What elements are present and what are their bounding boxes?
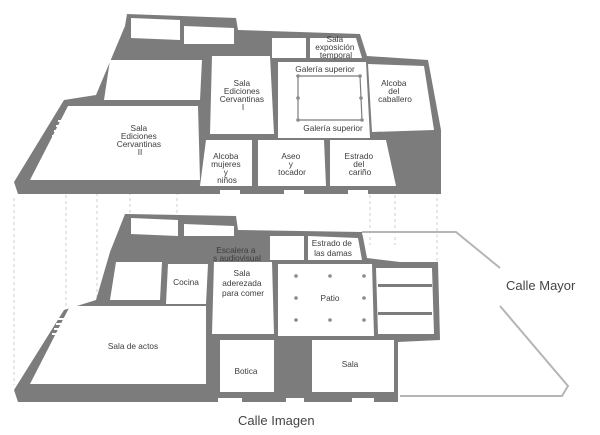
label-cocina: Cocina bbox=[173, 277, 199, 287]
room-floor bbox=[184, 224, 234, 236]
room-floor bbox=[131, 218, 178, 236]
label-estrado-carino: Estrado del cariño bbox=[345, 151, 376, 177]
patio-columns bbox=[294, 274, 366, 322]
ground-stairs bbox=[52, 240, 298, 335]
room-floor bbox=[330, 140, 396, 186]
label-botica: Botica bbox=[234, 366, 257, 376]
label-sala-ediciones-1: Sala Ediciones Cervantinas I bbox=[220, 78, 267, 112]
label-sala-exposicion: Sala exposición temporal bbox=[315, 34, 357, 60]
room-floor bbox=[310, 38, 362, 58]
room-floor bbox=[278, 62, 370, 138]
room-floor bbox=[166, 264, 208, 304]
room-floor bbox=[212, 262, 274, 334]
label-patio: Patio bbox=[321, 293, 340, 303]
label-galeria-superior-bottom: Galería superior bbox=[303, 123, 363, 133]
label-sala-ediciones-2: Sala Ediciones Cervantinas II bbox=[117, 123, 164, 157]
label-sala-aderezada: Sala aderezada para comer bbox=[222, 268, 264, 298]
room-floor bbox=[104, 60, 202, 100]
label-estrado-damas: Estrado de las damas bbox=[312, 238, 354, 258]
upper-windows bbox=[220, 190, 368, 194]
room-floor bbox=[30, 106, 200, 180]
calle-mayor-outline-2 bbox=[400, 305, 570, 397]
label-sala: Sala bbox=[342, 359, 359, 369]
ground-windows bbox=[218, 398, 374, 402]
room-floor bbox=[308, 236, 362, 260]
room-floor bbox=[200, 140, 252, 186]
ground-floor bbox=[14, 214, 440, 402]
room-floor bbox=[272, 38, 306, 58]
label-alcoba-caballero: Alcoba del caballero bbox=[378, 78, 412, 104]
upper-floor bbox=[14, 14, 441, 194]
room-floor bbox=[210, 56, 274, 134]
room-floor bbox=[278, 264, 374, 336]
label-sala-de-actos: Sala de actos bbox=[108, 341, 158, 351]
room-floor bbox=[368, 64, 434, 132]
street-label-calle-mayor: Calle Mayor bbox=[506, 278, 576, 293]
upper-stairs bbox=[52, 42, 298, 137]
label-alcoba-mujeres: Alcoba mujeres y niños bbox=[211, 151, 243, 185]
room-floor bbox=[312, 340, 394, 392]
label-escalera-audiovisual: Escalera a s audiovisual bbox=[213, 245, 261, 263]
label-aseo-tocador: Aseo y tocador bbox=[278, 151, 306, 177]
room-floor bbox=[110, 262, 162, 300]
street-label-calle-imagen: Calle Imagen bbox=[238, 413, 315, 428]
room-floor bbox=[30, 306, 206, 384]
room-floor bbox=[376, 268, 434, 334]
room-floor bbox=[184, 26, 234, 44]
room-floor bbox=[258, 140, 326, 186]
label-galeria-superior-top: Galería superior bbox=[295, 64, 355, 74]
room-floor bbox=[131, 18, 180, 40]
room-floor bbox=[220, 340, 274, 392]
calle-mayor-outline bbox=[362, 231, 501, 269]
